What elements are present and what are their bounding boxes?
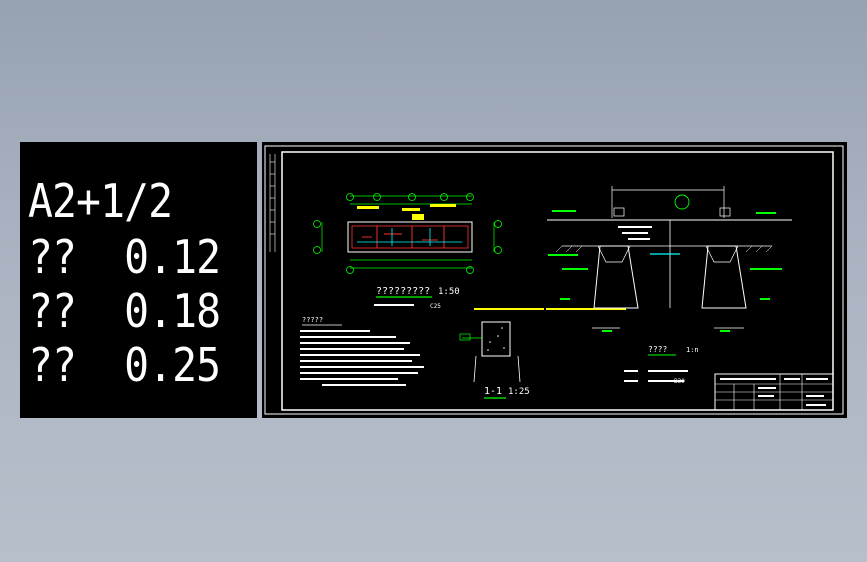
detail-scale: 1:n bbox=[686, 346, 699, 354]
plan-subnote: C25 bbox=[430, 303, 441, 310]
sheet-inner-frame bbox=[281, 151, 834, 411]
scale-row-2: ?? 0.18 bbox=[28, 288, 221, 334]
drawing-canvas[interactable]: ????????? 1:50 C25 ????? bbox=[262, 142, 847, 418]
title-block-grid bbox=[715, 374, 833, 410]
right-footing bbox=[701, 245, 747, 309]
scale-row-value: 0.18 bbox=[124, 284, 221, 338]
section-annotation bbox=[474, 308, 626, 310]
detail-labels bbox=[548, 210, 782, 332]
plan-partitions bbox=[362, 226, 445, 248]
plan-pipes bbox=[357, 228, 462, 246]
detail-title: ???? bbox=[648, 345, 667, 354]
scale-row-name: ?? bbox=[28, 230, 77, 284]
section-1-1[interactable]: 1-1 1:25 bbox=[459, 308, 626, 399]
sheet-outer-frame bbox=[264, 145, 844, 415]
general-notes: ????? bbox=[300, 316, 424, 386]
foundation-detail[interactable]: ???? 1:n B30 bbox=[547, 186, 792, 385]
scale-row-name: ?? bbox=[28, 284, 77, 338]
detail-legend-lines bbox=[624, 370, 688, 382]
section-scale: 1:25 bbox=[508, 387, 530, 397]
plan-inner-wall bbox=[351, 225, 469, 249]
section-hatch bbox=[487, 327, 505, 351]
notes-title: ????? bbox=[302, 316, 323, 324]
detail-dimensions bbox=[592, 186, 744, 329]
plan-building-outline bbox=[347, 221, 473, 253]
paper-size-label: A2+1/2 bbox=[28, 174, 173, 228]
left-footing bbox=[593, 245, 639, 309]
drawing-sheet-panel[interactable]: ????????? 1:50 C25 ????? bbox=[262, 142, 847, 418]
section-block bbox=[481, 321, 511, 357]
detail-label-b30: B30 bbox=[674, 378, 685, 385]
scale-row-value: 0.25 bbox=[124, 338, 221, 392]
plan-view[interactable]: ????????? 1:50 C25 bbox=[313, 193, 502, 311]
notes-lines bbox=[300, 330, 424, 386]
plan-scale: 1:50 bbox=[438, 287, 460, 297]
section-slopes bbox=[473, 355, 521, 383]
ground-hatch bbox=[555, 245, 773, 253]
scale-row-1: ?? 0.12 bbox=[28, 234, 221, 280]
binding-strip bbox=[269, 154, 276, 252]
plan-annotations bbox=[357, 204, 456, 220]
scale-row-3: ?? 0.25 bbox=[28, 342, 221, 388]
plan-axis-bubbles bbox=[313, 193, 502, 274]
title-block-text bbox=[720, 378, 828, 406]
title-block[interactable] bbox=[714, 373, 834, 411]
detail-callout-bubble bbox=[674, 194, 690, 210]
scale-row-name: ?? bbox=[28, 338, 77, 392]
detail-notes bbox=[618, 226, 652, 240]
scale-legend-panel: A2+1/2 ?? 0.12 ?? 0.18 ?? 0.25 bbox=[20, 142, 257, 418]
plan-title: ????????? bbox=[376, 286, 430, 297]
section-title: 1-1 bbox=[484, 386, 502, 397]
scale-row-value: 0.12 bbox=[124, 230, 221, 284]
plan-subnote-text bbox=[374, 304, 414, 306]
